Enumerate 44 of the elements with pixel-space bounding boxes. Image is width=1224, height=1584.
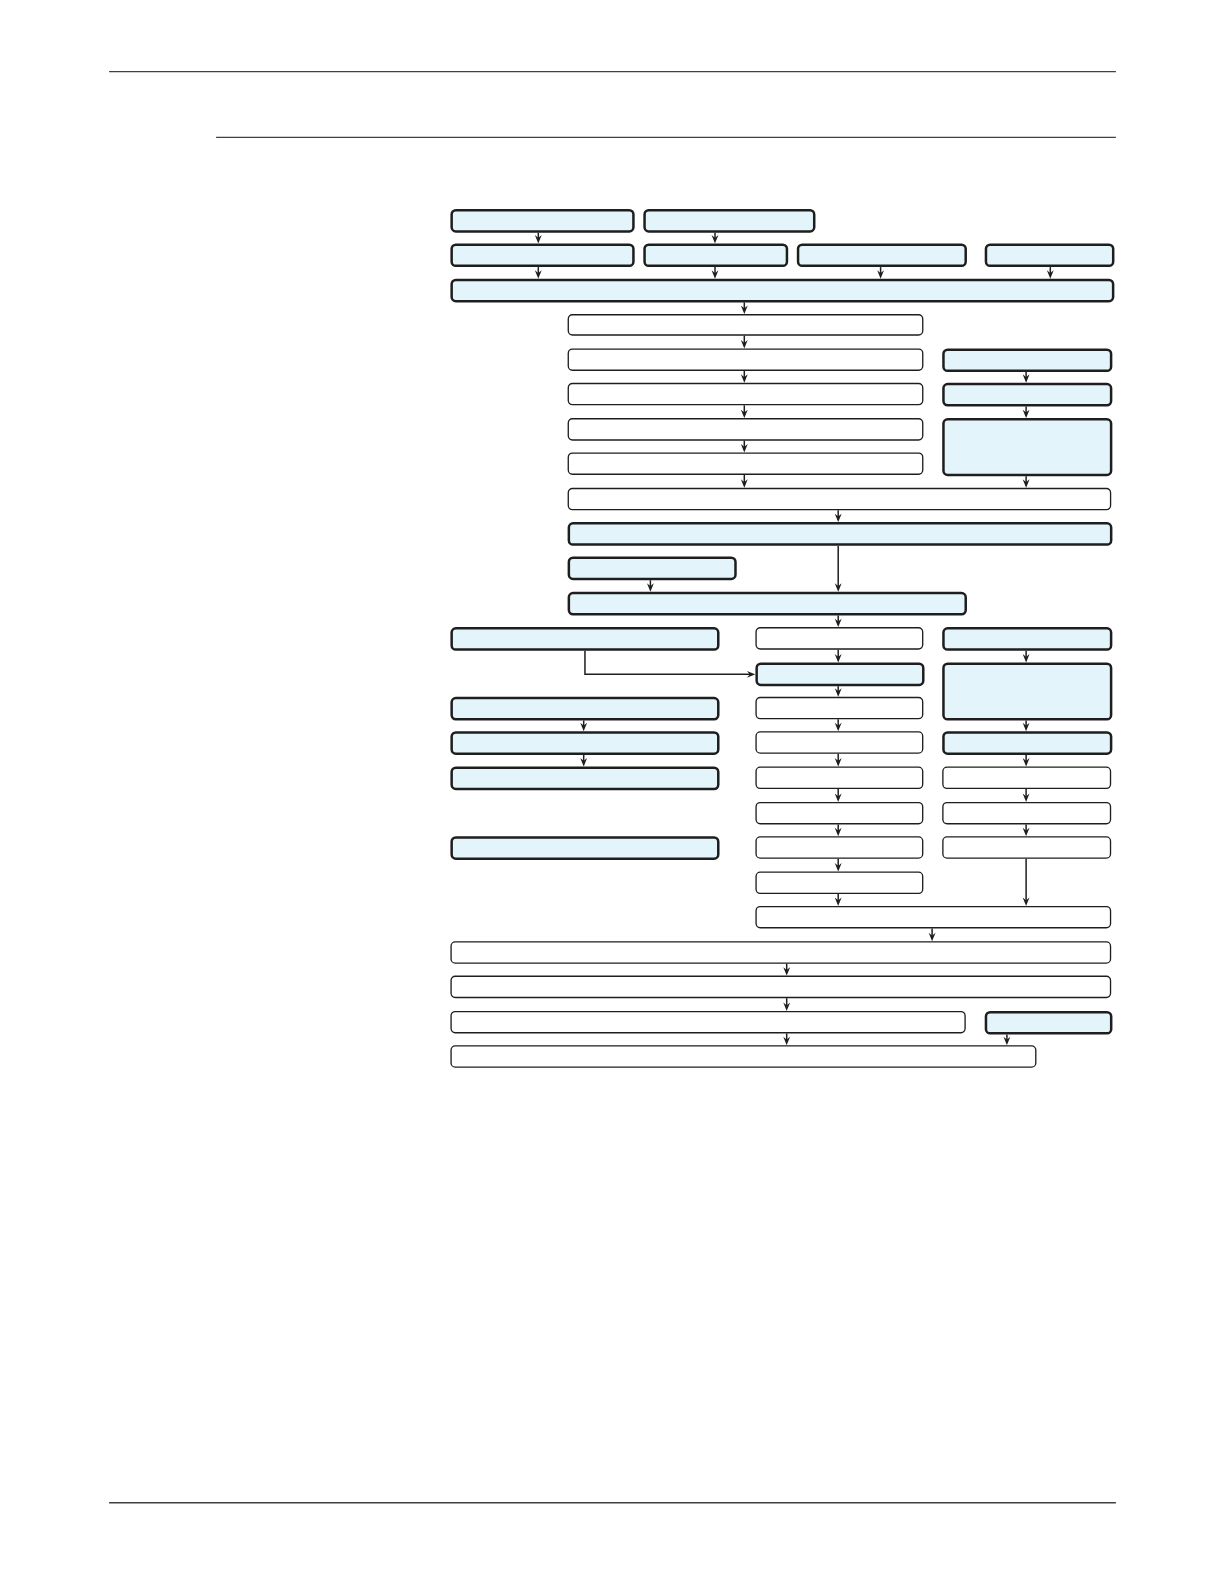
process-box xyxy=(643,209,816,233)
process-box xyxy=(942,766,1112,790)
process-box xyxy=(755,627,924,650)
process-box xyxy=(755,836,924,859)
process-box xyxy=(450,627,720,651)
process-box xyxy=(942,731,1113,755)
process-box xyxy=(942,382,1113,407)
process-box xyxy=(567,314,924,336)
process-box xyxy=(755,662,925,687)
process-box xyxy=(755,766,924,790)
process-box xyxy=(450,1010,966,1034)
process-box xyxy=(942,801,1112,825)
process-box xyxy=(755,871,924,895)
process-box xyxy=(567,418,924,441)
process-box xyxy=(796,243,967,268)
process-box xyxy=(567,522,1113,546)
process-box xyxy=(450,975,1112,999)
process-box xyxy=(567,348,924,371)
process-box xyxy=(567,452,924,475)
process-box xyxy=(450,1045,1037,1068)
process-box xyxy=(984,1010,1113,1035)
process-box xyxy=(567,591,967,616)
process-box xyxy=(450,731,720,755)
process-box xyxy=(942,662,1113,721)
process-box xyxy=(450,278,1115,303)
process-box xyxy=(942,836,1112,859)
process-box xyxy=(755,905,1112,929)
process-box xyxy=(755,801,924,825)
process-box xyxy=(567,382,924,406)
process-box xyxy=(567,487,1112,511)
process-box xyxy=(755,731,924,754)
process-box xyxy=(643,243,789,268)
process-box xyxy=(450,209,635,233)
process-box xyxy=(450,696,720,721)
process-box xyxy=(450,836,720,860)
process-box xyxy=(942,348,1113,373)
process-box xyxy=(942,418,1113,477)
process-box xyxy=(567,556,737,581)
process-box xyxy=(450,941,1112,964)
process-box xyxy=(450,766,720,791)
process-box xyxy=(755,696,924,720)
process-box xyxy=(984,243,1115,268)
process-box xyxy=(450,243,635,268)
process-box xyxy=(942,627,1113,651)
